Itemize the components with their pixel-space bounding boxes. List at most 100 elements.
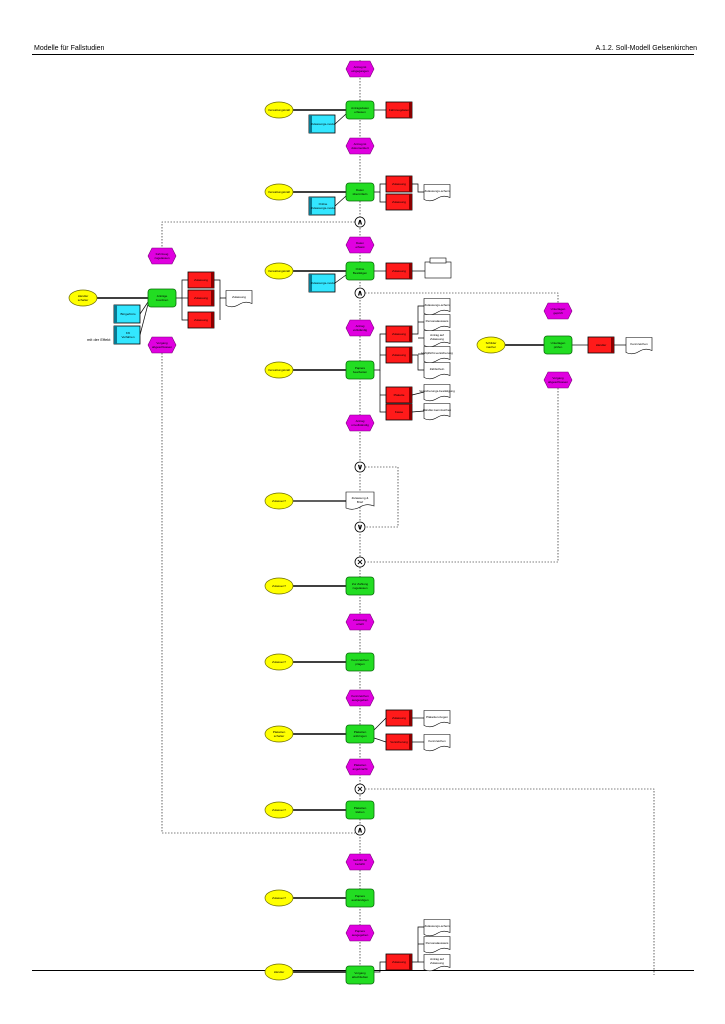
function-node bbox=[345, 652, 375, 672]
document-label: Zulassungs-schein bbox=[424, 303, 449, 307]
document-label: Personalausweis bbox=[426, 941, 449, 945]
function-node bbox=[345, 576, 375, 596]
page-header-right: A.1.2. Soll-Modell Gelsenkirchen bbox=[595, 45, 697, 52]
org-unit-node bbox=[264, 183, 294, 201]
document-node bbox=[423, 734, 451, 752]
org-unit-node bbox=[476, 336, 506, 354]
printer-icon-tray bbox=[429, 257, 447, 264]
system-label: Händler bbox=[596, 343, 607, 347]
flow-edge bbox=[379, 192, 386, 203]
system-label: Zulassung bbox=[392, 182, 406, 186]
system-label: Kasse bbox=[395, 410, 404, 414]
event-node bbox=[345, 414, 375, 432]
system-node-edge bbox=[409, 176, 412, 192]
flow-edge bbox=[365, 292, 559, 303]
function-node bbox=[345, 182, 375, 202]
event-node bbox=[543, 371, 573, 389]
system-node-edge bbox=[409, 387, 412, 403]
document-node bbox=[423, 362, 451, 380]
system-label: Versicherung bbox=[390, 740, 408, 744]
document-label: Personalausweis bbox=[426, 319, 449, 323]
function-node bbox=[543, 335, 573, 355]
org-unit-node bbox=[264, 577, 294, 595]
event-node bbox=[345, 60, 375, 78]
application-label: Zulassungs-modul bbox=[311, 281, 336, 285]
event-node bbox=[345, 236, 375, 254]
event-node bbox=[345, 689, 375, 707]
and-connector-symbol: ∧ bbox=[357, 289, 364, 298]
system-node-edge bbox=[211, 290, 214, 306]
application-node-edge bbox=[309, 197, 312, 215]
system-node-edge bbox=[409, 326, 412, 342]
function-node bbox=[345, 261, 375, 281]
org-unit-label: Verwaltungskraft bbox=[268, 108, 290, 112]
bottom-document-node bbox=[423, 919, 451, 937]
application-node-edge bbox=[114, 305, 117, 323]
flow-edge bbox=[412, 183, 424, 193]
function-node bbox=[147, 288, 177, 308]
and-connector-symbol: ∧ bbox=[357, 826, 364, 835]
system-node-edge bbox=[211, 272, 214, 288]
org-unit-node bbox=[264, 361, 294, 379]
and-connector bbox=[354, 216, 366, 228]
document-label: Versicherungs-bestätigung bbox=[419, 389, 455, 393]
application-node-edge bbox=[309, 274, 312, 292]
org-unit-node bbox=[264, 262, 294, 280]
document-node bbox=[625, 337, 653, 355]
printer-icon bbox=[424, 261, 452, 279]
org-unit-label: Verwaltungskraft bbox=[268, 269, 290, 273]
flow-edge bbox=[181, 298, 188, 321]
document-label: Zahlschein bbox=[430, 367, 445, 371]
side-note: mit der Effekt bbox=[87, 337, 111, 342]
org-unit-label: Zulassen? bbox=[272, 499, 286, 503]
flow-edge bbox=[176, 279, 188, 299]
flow-edge bbox=[214, 279, 226, 299]
function-node bbox=[345, 888, 375, 908]
org-unit-node bbox=[264, 963, 294, 981]
application-label: Zulassungs-modul bbox=[311, 122, 336, 126]
system-node-edge bbox=[611, 337, 614, 353]
system-label: Zulassung bbox=[392, 332, 406, 336]
xor-connector-symbol: × bbox=[357, 785, 364, 794]
flow-edge bbox=[374, 333, 386, 371]
page-header-left: Modelle für Fallstudien bbox=[34, 45, 105, 52]
system-node-edge bbox=[409, 404, 412, 420]
and-connector bbox=[354, 824, 366, 836]
system-node-edge bbox=[211, 312, 214, 328]
flow-edge bbox=[374, 961, 386, 973]
application-node-edge bbox=[114, 326, 117, 344]
org-unit-node bbox=[68, 289, 98, 307]
org-unit-label: Händler bbox=[274, 970, 285, 974]
flow-edge bbox=[365, 388, 559, 563]
flow-edge bbox=[374, 183, 386, 193]
flow-edge bbox=[161, 353, 355, 834]
event-node bbox=[147, 247, 177, 265]
system-label: Fahrzeugdaten bbox=[389, 108, 410, 112]
system-label: Zulassung bbox=[194, 278, 208, 282]
org-unit-node bbox=[264, 653, 294, 671]
org-unit-label: Verwaltungskraft bbox=[268, 190, 290, 194]
org-unit-node bbox=[264, 889, 294, 907]
document-label: Zulassung &Brief bbox=[352, 496, 369, 504]
event-node bbox=[345, 758, 375, 776]
function-node bbox=[345, 800, 375, 820]
